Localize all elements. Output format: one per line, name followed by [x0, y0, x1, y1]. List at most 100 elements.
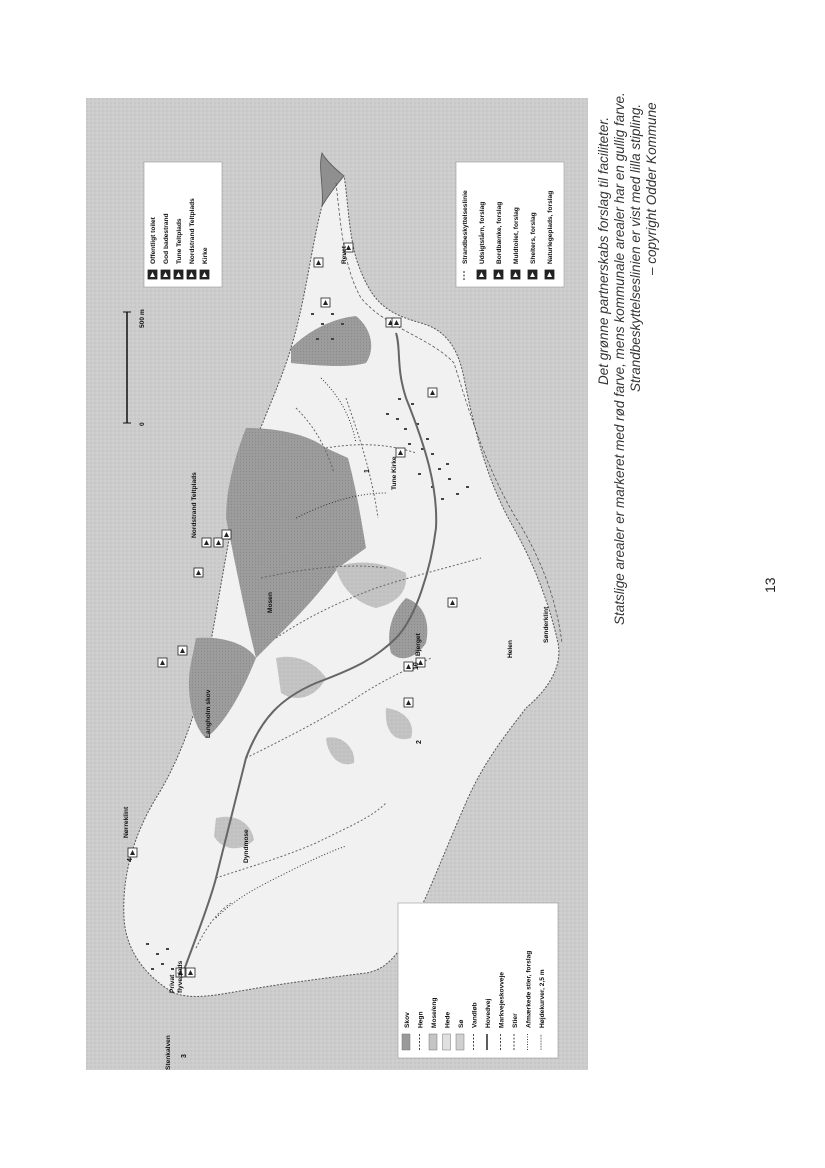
- field-roads: [195, 397, 482, 949]
- beach-icon: [160, 269, 171, 280]
- bog-dyndmose: [214, 816, 254, 849]
- tent-north-icon: [201, 537, 212, 548]
- landuse-legend-label: Markvejeskovveje: [499, 972, 506, 1028]
- tent-icon: [173, 269, 184, 280]
- place-mosen: Mosen: [267, 592, 274, 613]
- facility-legend-label: Nordstrand Teltplads: [189, 198, 196, 264]
- lake-fill-icon: [455, 1033, 465, 1051]
- caption-line-4: – copyright Odder Kommune: [644, 102, 659, 275]
- revet-town: [311, 313, 344, 340]
- caption-line-1: Det grønne partnerskabs forslag til faci…: [596, 116, 611, 385]
- place-langholm-skov: Langholm skov: [205, 689, 212, 738]
- forest-mosen: [226, 428, 366, 658]
- forest-langholm: [188, 637, 256, 738]
- landuse-legend-label: Mose/eng: [431, 998, 438, 1028]
- toilet-icon: [391, 317, 402, 328]
- place-sonderklint: Sønderklint: [543, 606, 550, 643]
- forest-fill-icon: [401, 1033, 411, 1051]
- bench-icon: [403, 661, 414, 672]
- place-privat-flyveplads-1: Privat: [169, 974, 176, 993]
- place-stenkalven: Stenkalven: [165, 1035, 172, 1070]
- place-nordstrand-teltplads: Nordstrand Teltplads: [191, 472, 198, 538]
- poi-number-2: 2: [416, 740, 423, 744]
- bog-area-3: [385, 708, 413, 740]
- bog-area-2: [276, 656, 326, 698]
- caption-line-2: Statslige arealer er markeret med rød fa…: [612, 92, 627, 625]
- facility-legend-label: Tune Teltplads: [176, 218, 183, 264]
- composting-toilet-icon: [403, 697, 414, 708]
- scale-bar-end: 500 m: [139, 309, 146, 328]
- shelter-icon: [447, 597, 458, 608]
- poi-number-10: 10: [413, 662, 420, 670]
- heath-fill-icon: [442, 1033, 451, 1051]
- landuse-legend-label: Vandløb: [472, 1002, 479, 1028]
- viewpoint-icon: [476, 269, 487, 280]
- bog-area-1: [336, 562, 407, 608]
- bench-icon: [493, 269, 504, 280]
- facility-legend-label: Kirke: [202, 247, 209, 264]
- poi-number-3: 3: [181, 1054, 188, 1058]
- bog-strip: [326, 737, 355, 765]
- facility-legend: Offentligt toilet God badestrand Tune Telt…: [143, 161, 223, 288]
- main-road: [180, 332, 438, 979]
- beach-icon: [427, 387, 438, 398]
- nature-playground-icon: [544, 269, 555, 280]
- beach-protection-line: [335, 182, 563, 644]
- shelter-icon: [527, 269, 538, 280]
- landuse-legend-label: Højdekurver, 2,5 m: [539, 969, 546, 1028]
- toilet-icon: [127, 847, 138, 858]
- toilet-icon: [175, 967, 186, 978]
- place-bjerget: Bjerget: [415, 632, 422, 656]
- proposal-legend-label: Shelters, forslag: [530, 212, 537, 264]
- composting-toilet-icon: [510, 269, 521, 280]
- church-icon: [395, 447, 406, 458]
- tent-icon: [313, 257, 324, 268]
- tent-north-icon: [186, 269, 197, 280]
- place-dyndmose: Dyndmose: [243, 829, 250, 863]
- landuse-legend-label: Stier: [512, 1013, 519, 1028]
- toilet-icon: [213, 537, 224, 548]
- landuse-legend-label: Skov: [404, 1012, 411, 1028]
- toilet-icon: [185, 967, 196, 978]
- landuse-legend-label: Sø: [458, 1020, 465, 1028]
- proposed-paths: [215, 377, 387, 919]
- landuse-legend-label: Hegn: [418, 1012, 425, 1028]
- landuse-legend-label: Afmærkede stier, forslag: [526, 951, 533, 1028]
- church-icon: [199, 269, 210, 280]
- proposal-legend: Strandbeskyttelseslinie Udsigtstårn, fors…: [455, 161, 565, 288]
- poi-number-4: 4: [127, 858, 134, 862]
- page-number: 13: [762, 577, 778, 593]
- viewpoint-icon: [415, 657, 426, 668]
- proposal-legend-label: Naturlegeplads, forslag: [547, 191, 554, 264]
- place-privat-flyveplads-2: flyveplads: [177, 960, 184, 993]
- toilet-icon: [320, 297, 331, 308]
- shelter-icon: [221, 529, 232, 540]
- facility-legend-label: God badestrand: [163, 213, 170, 264]
- forest-bjerget: [389, 598, 428, 659]
- scale-bar-zero: 0: [139, 422, 146, 426]
- place-revet: Revet: [341, 245, 348, 264]
- proposal-legend-label: Bordbænke, forslag: [496, 202, 503, 264]
- place-norreklint: Nørreklint: [123, 806, 130, 838]
- toilet-icon: [177, 645, 188, 656]
- landuse-legend-label: Hovedvej: [485, 999, 492, 1028]
- revet-spit: [320, 151, 345, 207]
- toilet-icon: [147, 269, 158, 280]
- beach-icon: [193, 567, 204, 578]
- place-tune-kirke: Tune Kirke: [391, 456, 398, 490]
- proposal-legend-label: Udsigtstårn, forslag: [478, 202, 486, 264]
- place-helen: Helen: [507, 640, 514, 658]
- facility-legend-label: Offentligt toilet: [150, 216, 157, 264]
- caption-line-3: Strandbeskyttelseslinien er vist med lil…: [628, 103, 643, 392]
- beach-icon: [157, 657, 168, 668]
- stenkalven-town: [146, 943, 174, 970]
- landuse-legend-label: Hede: [445, 1012, 452, 1028]
- map-facility-icons: [127, 242, 458, 978]
- bog-fill-icon: [428, 1033, 438, 1051]
- beach-icon: [343, 242, 354, 253]
- proposal-legend-label: Strandbeskyttelseslinie: [462, 190, 469, 264]
- poi-number-1: 1: [364, 469, 371, 473]
- forest-revet: [291, 316, 372, 367]
